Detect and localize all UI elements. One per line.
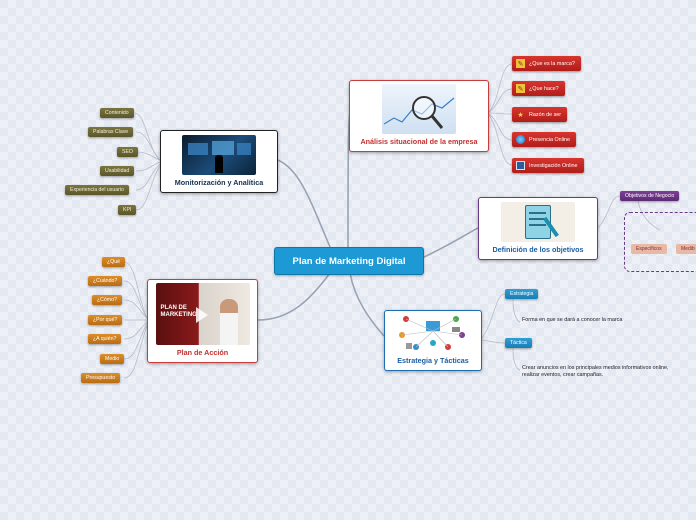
analisis-node[interactable]: Análisis situacional de la empresa (349, 80, 489, 152)
accion-leaf-presupuesto[interactable]: Presupuesto (81, 373, 121, 383)
estrategia-title: Estrategia y Tácticas (397, 356, 469, 365)
magnifier-chart-image (382, 84, 456, 134)
monitorizacion-leaf-experiencia[interactable]: Experiencia del usuario (65, 185, 129, 195)
accion-node[interactable]: PLAN DE MARKETING Plan de Acción (147, 279, 258, 363)
monitorizacion-leaf-seo[interactable]: SEO (117, 147, 138, 157)
accion-leaf-como[interactable]: ¿Cómo? (92, 295, 122, 305)
monitorizacion-leaf-usabilidad[interactable]: Usabilidad (100, 166, 135, 176)
video-title-text: PLAN DE MARKETING (160, 305, 197, 318)
tactica-leaf[interactable]: Táctica (505, 338, 532, 348)
monitorizacion-title: Monitorización y Analítica (174, 178, 264, 187)
star-icon: ★ (517, 111, 524, 119)
pencil-note-icon: ✎ (516, 84, 525, 93)
analisis-leaf-que-es-la-marca[interactable]: ✎ ¿Que es la marca? (512, 56, 581, 71)
magnifier-icon (383, 96, 455, 129)
clipboard-image (501, 202, 575, 242)
objetivos-medibles[interactable]: Medib (676, 244, 696, 254)
marketing-icons-image (396, 313, 470, 353)
accion-leaf-a-quien[interactable]: ¿A quién? (88, 334, 122, 344)
monitorizacion-leaf-contenido[interactable]: Contenido (100, 108, 134, 118)
play-icon (195, 307, 208, 323)
globe-icon (516, 135, 525, 144)
objetivos-title: Definición de los objetivos (492, 245, 584, 254)
analisis-leaf-investigacion-online[interactable]: Investigación Online (512, 158, 584, 173)
monitorizacion-leaf-kpi[interactable]: KPI (118, 205, 137, 215)
objetivos-node[interactable]: Definición de los objetivos (478, 197, 598, 260)
monitor-icon (516, 161, 525, 170)
analisis-leaf-razon-de-ser[interactable]: ★ Razón de ser (512, 107, 568, 122)
estrategia-leaf[interactable]: Estrategia (505, 289, 539, 299)
accion-leaf-por-que[interactable]: ¿Por qué? (88, 315, 123, 325)
accion-leaf-que[interactable]: ¿Qué (102, 257, 125, 267)
analisis-leaf-que-hace[interactable]: ✎ ¿Que hace? (512, 81, 565, 96)
analisis-leaf-presencia-online[interactable]: Presencia Online (512, 132, 577, 147)
accion-leaf-cuando[interactable]: ¿Cuándo? (88, 276, 123, 286)
estrategia-node[interactable]: Estrategia y Tácticas (384, 310, 482, 371)
objetivos-especificos[interactable]: Específicos (631, 244, 667, 254)
accion-title: Plan de Acción (176, 348, 229, 357)
objetivos-negocio[interactable]: Objetivos de Negocio (620, 191, 680, 201)
monitorizacion-leaf-palabras-clave[interactable]: Palabras Clave (88, 127, 134, 137)
objetivos-smart-group (624, 212, 696, 272)
pencil-note-icon: ✎ (516, 59, 525, 68)
central-topic[interactable]: Plan de Marketing Digital (274, 247, 424, 275)
accion-leaf-medio[interactable]: Medio (100, 354, 125, 364)
presenter-figure (219, 299, 238, 345)
monitorizacion-node[interactable]: Monitorización y Analítica (160, 130, 278, 193)
analisis-title: Análisis situacional de la empresa (360, 137, 478, 146)
data-center-image (182, 135, 256, 175)
video-thumbnail: PLAN DE MARKETING (155, 283, 250, 345)
network-icons (399, 316, 465, 350)
central-topic-label: Plan de Marketing Digital (292, 255, 406, 267)
tactica-description: Crear anuncios en los principales medios… (522, 365, 669, 378)
estrategia-description: Forma en que se dará a conocer la marca (522, 317, 623, 323)
